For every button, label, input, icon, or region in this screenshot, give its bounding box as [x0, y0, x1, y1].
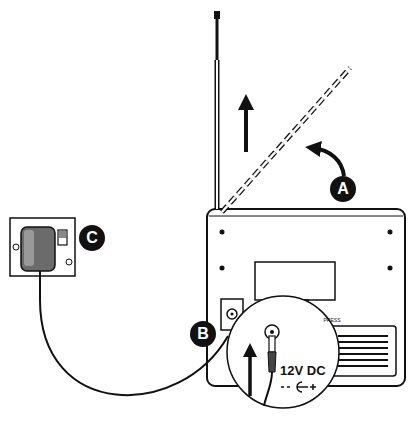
callout-letter: A — [337, 181, 349, 197]
polarity-symbol — [281, 382, 316, 392]
display-window — [255, 262, 335, 300]
callout-letter: C — [86, 230, 98, 246]
raise-arrow — [313, 148, 344, 176]
extend-arrow — [244, 102, 248, 152]
wall-socket — [10, 218, 75, 276]
press-label: PRESS — [324, 318, 341, 323]
cable — [40, 271, 228, 395]
callout-circle: C — [79, 225, 105, 251]
antenna — [215, 60, 220, 209]
callout-letter: B — [197, 326, 209, 342]
insert-arrow — [248, 350, 252, 396]
voltage-label: 12V DC — [280, 364, 326, 377]
callout-circle: A — [330, 176, 356, 202]
zoom-circle — [227, 296, 339, 408]
callout-circle: B — [190, 321, 216, 347]
power-adapter — [21, 227, 55, 271]
plug — [269, 336, 275, 352]
